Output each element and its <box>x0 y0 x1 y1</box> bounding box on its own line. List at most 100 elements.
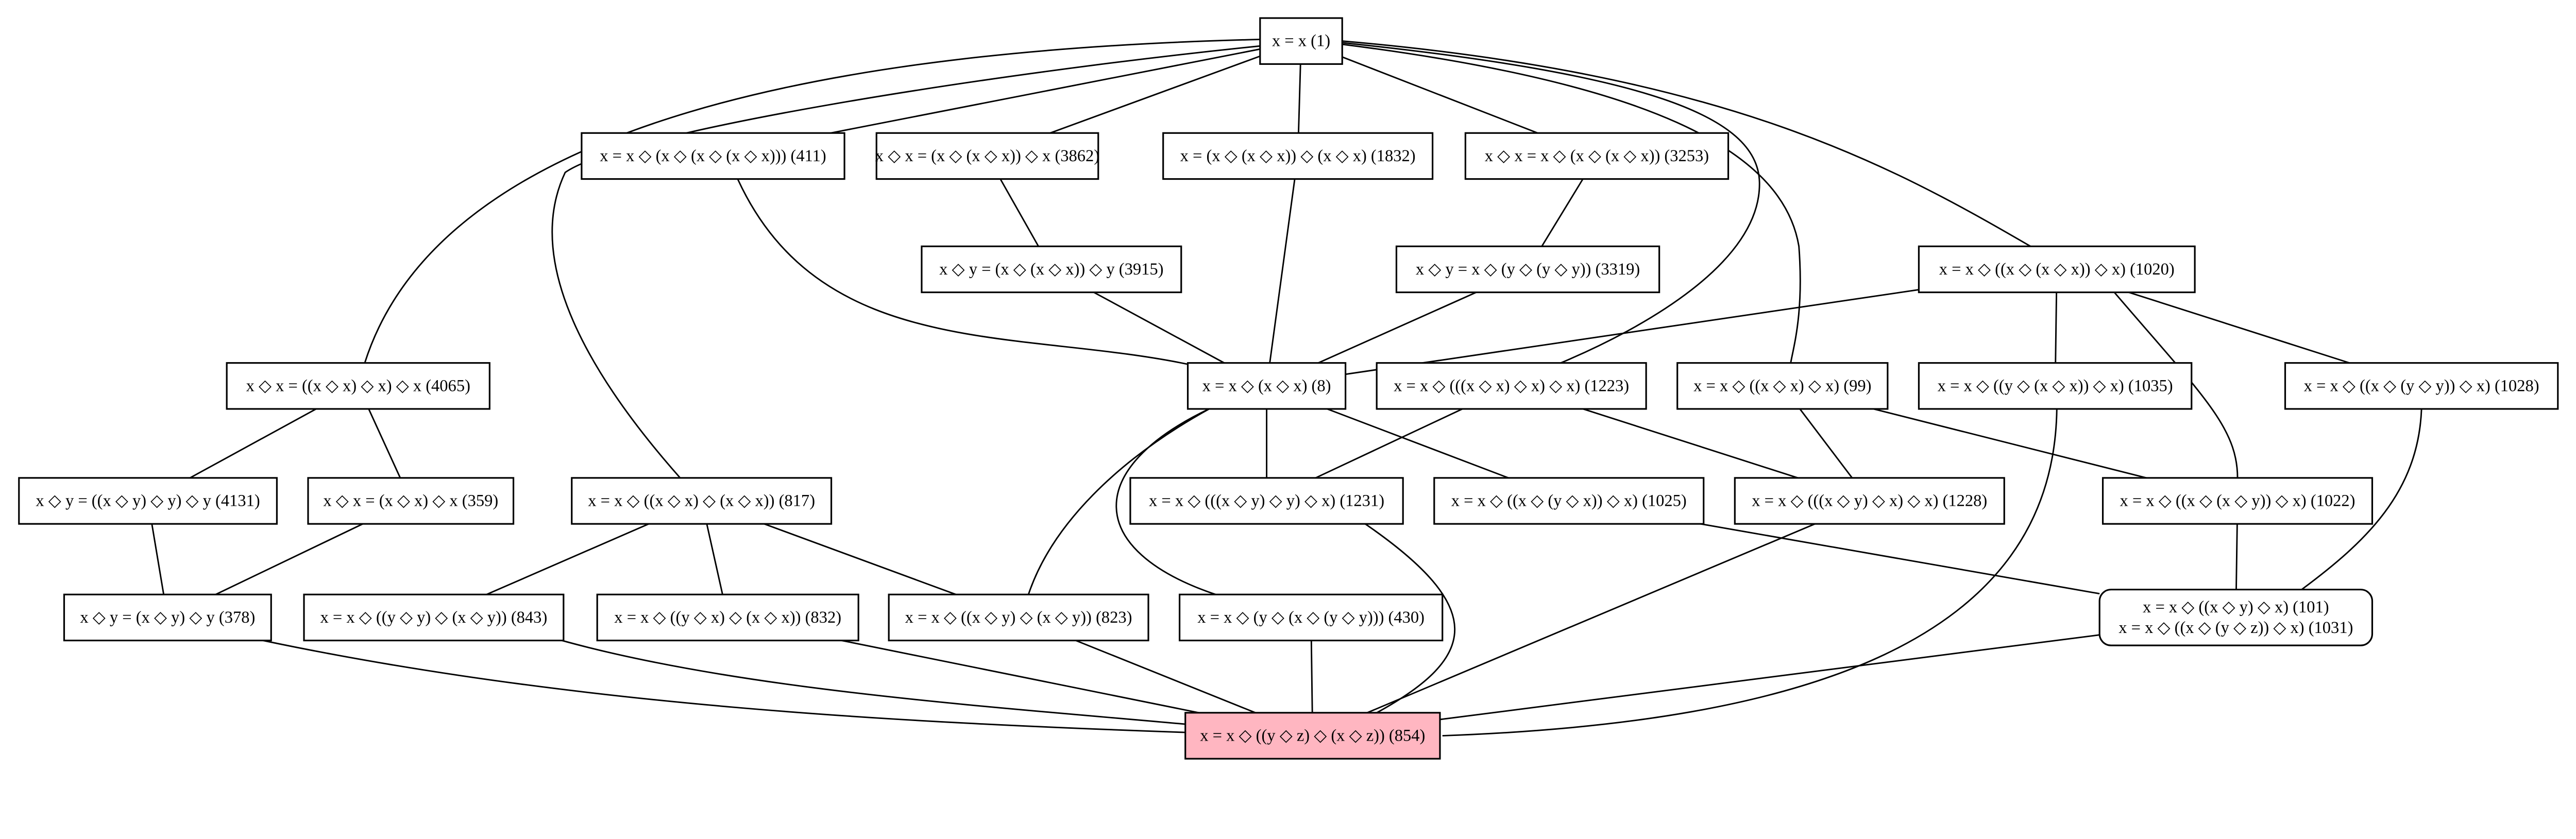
edge-99-1022 <box>1873 408 2147 479</box>
graph-node-1228[interactable]: x = x ◇ (((x ◇ y) ◇ x) ◇ x) (1228) <box>1734 477 2005 525</box>
node-label: x ◇ x = (x ◇ (x ◇ x)) ◇ x (3862) <box>875 147 1099 165</box>
edge-817-843 <box>486 523 649 595</box>
edge-1022-101 <box>2235 524 2238 590</box>
graph-node-1025[interactable]: x = x ◇ ((x ◇ (y ◇ x)) ◇ x) (1025) <box>1433 477 1705 525</box>
graph-node-3915[interactable]: x ◇ y = (x ◇ (x ◇ x)) ◇ y (3915) <box>921 245 1182 294</box>
node-label: x = x ◇ ((x ◇ (y ◇ z)) ◇ x) (1031) <box>2119 619 2353 637</box>
edge-8-823 <box>1027 408 1210 595</box>
node-box <box>1178 593 1444 642</box>
node-box <box>226 362 490 410</box>
graph-node-832[interactable]: x = x ◇ ((y ◇ x) ◇ (x ◇ x)) (832) <box>596 593 859 642</box>
edge-823-854 <box>1075 640 1256 714</box>
edge-101-854 <box>1439 634 2100 721</box>
edge-1228-854 <box>1367 523 1816 714</box>
graph-node-4065[interactable]: x ◇ x = ((x ◇ x) ◇ x) ◇ x (4065) <box>226 362 490 410</box>
graph-node-817[interactable]: x = x ◇ ((x ◇ x) ◇ (x ◇ x)) (817) <box>571 477 833 525</box>
edge-1231-854 <box>1365 523 1455 714</box>
graph-node-3253[interactable]: x ◇ x = x ◇ (x ◇ (x ◇ x)) (3253) <box>1464 132 1730 180</box>
edge-1020-1028 <box>2128 292 2350 364</box>
node-label: x = x ◇ ((y ◇ (x ◇ x)) ◇ x) (1035) <box>1938 376 2173 395</box>
node-box <box>1376 362 1647 410</box>
node-label: x = x (1) <box>1272 32 1330 50</box>
graph-node-1832[interactable]: x = (x ◇ (x ◇ x)) ◇ (x ◇ x) (1832) <box>1162 132 1434 180</box>
edge-843-854 <box>562 640 1187 725</box>
graph-node-823[interactable]: x = x ◇ ((x ◇ y) ◇ (x ◇ y)) (823) <box>888 593 1149 642</box>
graph-node-1020[interactable]: x = x ◇ ((x ◇ (x ◇ x)) ◇ x) (1020) <box>1918 245 2196 294</box>
node-label: x ◇ y = x ◇ (y ◇ (y ◇ y)) (3319) <box>1416 260 1640 279</box>
graph-node-3862[interactable]: x ◇ x = (x ◇ (x ◇ x)) ◇ x (3862) <box>875 132 1099 180</box>
edge-99-1228 <box>1799 408 1853 478</box>
graph-node-1231[interactable]: x = x ◇ (((x ◇ y) ◇ y) ◇ x) (1231) <box>1129 477 1404 525</box>
edge-4131-378 <box>151 523 165 595</box>
edge-1-1832 <box>1297 64 1301 133</box>
node-label: x = x ◇ ((x ◇ (y ◇ y)) ◇ x) (1028) <box>2304 376 2539 395</box>
node-label: x = x ◇ (((x ◇ y) ◇ x) ◇ x) (1228) <box>1752 492 1987 510</box>
node-box <box>1734 477 2005 525</box>
node-box <box>1464 132 1730 180</box>
edge-4065-359 <box>368 408 401 478</box>
node-label: x ◇ x = (x ◇ x) ◇ x (359) <box>323 492 498 510</box>
graph-node-854[interactable]: x = x ◇ ((y ◇ z) ◇ (x ◇ z)) (854) <box>1184 712 1441 760</box>
node-box <box>1184 712 1441 760</box>
node-box <box>571 477 833 525</box>
node-label: x = x ◇ ((x ◇ (y ◇ x)) ◇ x) (1025) <box>1451 492 1687 510</box>
node-box <box>307 477 515 525</box>
node-label: x = x ◇ ((x ◇ y) ◇ (x ◇ y)) (823) <box>905 608 1132 627</box>
edge-1-1223 <box>1342 42 1760 364</box>
graph-node-8[interactable]: x = x ◇ (x ◇ x) (8) <box>1187 362 1347 410</box>
graph-node-1022[interactable]: x = x ◇ ((x ◇ (x ◇ y)) ◇ x) (1022) <box>2102 477 2374 525</box>
edge-1-3862 <box>1049 55 1261 134</box>
edge-817-823 <box>764 523 957 595</box>
node-box <box>2098 589 2374 646</box>
graph-node-3319[interactable]: x ◇ y = x ◇ (y ◇ (y ◇ y)) (3319) <box>1395 245 1660 294</box>
node-box <box>1918 245 2196 294</box>
edge-1-99 <box>1342 43 1801 363</box>
edge-1020-1022 <box>2113 292 2239 478</box>
node-box <box>18 477 278 525</box>
nodes-layer: x = x (1) x = x ◇ (x ◇ (x ◇ (x ◇ x))) (41… <box>18 17 2559 760</box>
node-label: x = x ◇ (x ◇ x) (8) <box>1202 376 1331 395</box>
node-label: x = x ◇ ((x ◇ (x ◇ y)) ◇ x) (1022) <box>2120 492 2355 510</box>
node-box <box>1676 362 1889 410</box>
graph-node-843[interactable]: x = x ◇ ((y ◇ y) ◇ (x ◇ y)) (843) <box>303 593 565 642</box>
graph-node-101[interactable]: x = x ◇ ((x ◇ y) ◇ x) (101) x = x ◇ ((x ◇… <box>2098 589 2374 646</box>
edge-8-430 <box>1115 408 1216 595</box>
node-box <box>888 593 1149 642</box>
edge-1020-1035 <box>2055 292 2058 363</box>
node-box <box>1129 477 1404 525</box>
graph-node-4131[interactable]: x ◇ y = ((x ◇ y) ◇ y) ◇ y (4131) <box>18 477 278 525</box>
node-label: x = x ◇ ((y ◇ z) ◇ (x ◇ z)) (854) <box>1200 727 1425 745</box>
graph-node-1[interactable]: x = x (1) <box>1259 17 1343 65</box>
graph-node-1223[interactable]: x = x ◇ (((x ◇ x) ◇ x) ◇ x) (1223) <box>1376 362 1647 410</box>
graph-node-411[interactable]: x = x ◇ (x ◇ (x ◇ (x ◇ x))) (411) <box>581 132 845 180</box>
node-label: x = x ◇ (y ◇ (x ◇ (y ◇ y))) (430) <box>1197 608 1425 627</box>
graph-node-430[interactable]: x = x ◇ (y ◇ (x ◇ (y ◇ y))) (430) <box>1178 593 1444 642</box>
graph-node-99[interactable]: x = x ◇ ((x ◇ x) ◇ x) (99) <box>1676 362 1889 410</box>
graph-node-359[interactable]: x ◇ x = (x ◇ x) ◇ x (359) <box>307 477 515 525</box>
edge-817-832 <box>706 523 723 595</box>
edge-1-411 <box>831 48 1261 134</box>
graph-node-1035[interactable]: x = x ◇ ((y ◇ (x ◇ x)) ◇ x) (1035) <box>1918 362 2193 410</box>
node-box <box>1395 245 1660 294</box>
edge-1025-101 <box>1700 523 2100 595</box>
node-label: x = x ◇ ((x ◇ x) ◇ x) (99) <box>1693 376 1871 395</box>
node-label: x = x ◇ ((y ◇ x) ◇ (x ◇ x)) (832) <box>614 608 841 627</box>
node-label: x = x ◇ ((x ◇ (x ◇ x)) ◇ x) (1020) <box>1939 260 2175 279</box>
edge-1-4065 <box>364 39 1260 364</box>
node-label: x = x ◇ ((y ◇ y) ◇ (x ◇ y)) (843) <box>320 608 548 627</box>
graph-node-1028[interactable]: x = x ◇ ((x ◇ (y ◇ y)) ◇ x) (1028) <box>2284 362 2559 410</box>
node-box <box>1187 362 1347 410</box>
edge-1035-854 <box>1442 408 2058 737</box>
edge-1832-8 <box>1269 179 1296 363</box>
edge-3862-3915 <box>999 178 1039 247</box>
edge-430-854 <box>1310 640 1313 713</box>
edge-1-1020 <box>1342 40 2031 247</box>
node-box <box>2102 477 2374 525</box>
node-box <box>1259 17 1343 65</box>
graph-node-378[interactable]: x ◇ y = (x ◇ y) ◇ y (378) <box>63 593 272 642</box>
node-label: x = x ◇ (x ◇ (x ◇ (x ◇ x))) (411) <box>600 147 826 165</box>
edge-3253-3319 <box>1541 178 1584 247</box>
node-label: x ◇ y = ((x ◇ y) ◇ y) ◇ y (4131) <box>36 492 260 510</box>
node-label: x = x ◇ ((x ◇ y) ◇ x) (101) <box>2143 598 2329 617</box>
node-label: x = x ◇ (((x ◇ x) ◇ x) ◇ x) (1223) <box>1394 376 1629 395</box>
